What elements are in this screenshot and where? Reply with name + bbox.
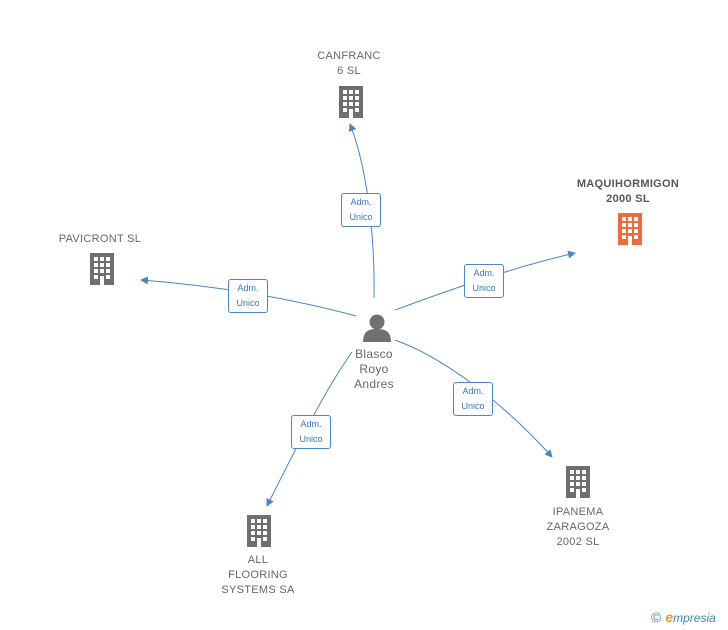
building-icon-ipanema[interactable] bbox=[566, 466, 590, 498]
brand-logo-initial: e bbox=[665, 609, 674, 625]
company-label-canfranc[interactable]: CANFRANC 6 SL bbox=[317, 50, 381, 77]
company-label-all-flooring[interactable]: ALL FLOORING SYSTEMS SA bbox=[221, 554, 295, 596]
role-line-2: Unico bbox=[461, 401, 485, 411]
role-line-1: Adm. bbox=[300, 419, 322, 429]
building-icon-pavicront[interactable] bbox=[90, 253, 114, 285]
role-line-1: Adm. bbox=[350, 197, 372, 207]
role-line-1: Adm. bbox=[473, 268, 495, 278]
role-line-1: Adm. bbox=[462, 386, 484, 396]
edge-label-maquihormigon: Adm. Unico bbox=[464, 264, 504, 298]
role-line-2: Unico bbox=[299, 434, 323, 444]
role-line-1: Adm. bbox=[237, 283, 259, 293]
role-line-2: Unico bbox=[236, 298, 260, 308]
copyright-symbol: © bbox=[651, 609, 662, 625]
copyright-notice[interactable]: ©empresia bbox=[651, 609, 716, 625]
building-icon-all-flooring[interactable] bbox=[247, 515, 271, 547]
company-label-maquihormigon[interactable]: MAQUIHORMIGON 2000 SL bbox=[576, 178, 680, 205]
edge-label-canfranc: Adm. Unico bbox=[341, 193, 381, 227]
role-line-2: Unico bbox=[472, 283, 496, 293]
edge-label-all-flooring: Adm. Unico bbox=[291, 415, 331, 449]
building-icon-maquihormigon[interactable] bbox=[618, 213, 642, 245]
building-icon-canfranc[interactable] bbox=[339, 86, 363, 118]
company-label-ipanema[interactable]: IPANEMA ZARAGOZA 2002 SL bbox=[546, 506, 610, 548]
company-label-pavicront[interactable]: PAVICRONT SL bbox=[58, 233, 142, 245]
role-line-2: Unico bbox=[349, 212, 373, 222]
person-icon[interactable] bbox=[363, 314, 391, 343]
edge-label-pavicront: Adm. Unico bbox=[228, 279, 268, 313]
brand-logo-text: mpresia bbox=[673, 611, 716, 625]
person-name-label[interactable]: Blasco Royo Andres bbox=[354, 347, 394, 391]
edge-label-ipanema: Adm. Unico bbox=[453, 382, 493, 416]
